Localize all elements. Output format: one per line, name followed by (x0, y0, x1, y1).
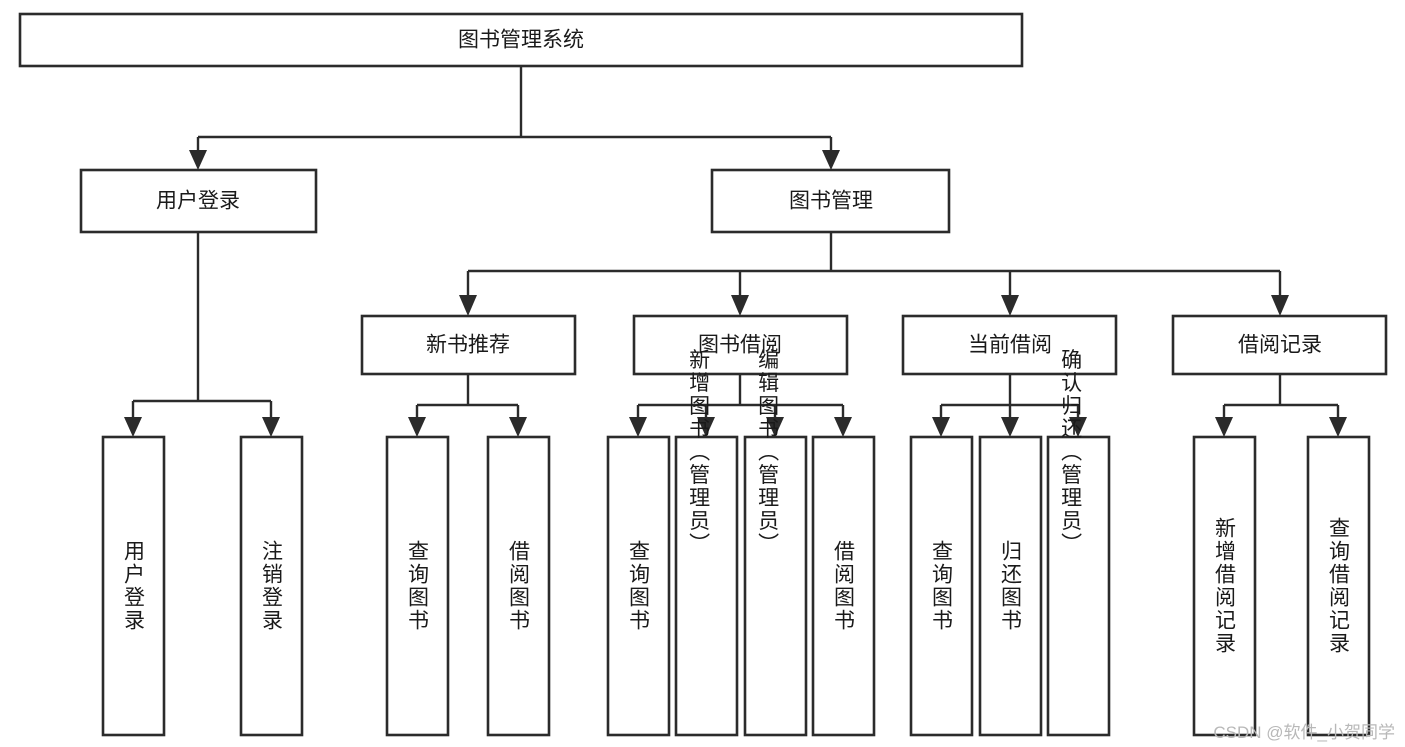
leaf-book-borrow-4[interactable]: 借阅图书 (811, 435, 876, 737)
csdn-watermark: CSDN @软件_小贺同学 (1213, 723, 1395, 742)
leaf-user-login-1-label: 用户登录 (122, 540, 146, 632)
node-book-borrow-label: 图书借阅 (698, 334, 782, 357)
leaf-current-borrow-2[interactable]: 归还图书 (978, 435, 1043, 737)
leaf-book-borrow-2[interactable]: 新增图书（管理员） (674, 349, 739, 737)
arrowhead-borrowrecord-leaf1 (1215, 417, 1233, 437)
arrowhead-currentborrow-leaf1 (932, 417, 950, 437)
node-new-book-recommend-label: 新书推荐 (426, 334, 510, 357)
arrowhead-newbook-leaf1 (408, 417, 426, 437)
leaf-current-borrow-1-label: 查询图书 (930, 540, 954, 632)
node-new-book-recommend[interactable]: 新书推荐 (360, 314, 577, 376)
leaf-user-login-1[interactable]: 用户登录 (101, 435, 166, 737)
node-user-login[interactable]: 用户登录 (79, 168, 318, 234)
leaf-book-borrow-4-rect[interactable] (811, 435, 876, 737)
node-book-management-label: 图书管理 (789, 190, 873, 213)
leaf-new-book-1[interactable]: 查询图书 (385, 435, 450, 737)
connector-group-borrowrecord (1215, 374, 1347, 437)
leaf-book-borrow-2-rect[interactable] (674, 435, 739, 737)
node-root-rect[interactable] (18, 12, 1024, 68)
node-book-borrow-rect[interactable] (632, 314, 849, 376)
leaf-current-borrow-1[interactable]: 查询图书 (909, 435, 974, 737)
arrowhead-userlogin-leaf1 (124, 417, 142, 437)
leaf-book-borrow-1-rect[interactable] (606, 435, 671, 737)
arrowhead-bookborrow-leaf3 (766, 417, 784, 437)
leaf-user-login-1-rect[interactable] (101, 435, 166, 737)
node-new-book-recommend-rect[interactable] (360, 314, 577, 376)
leaf-book-borrow-4-label: 借阅图书 (832, 540, 856, 632)
leaf-book-borrow-3[interactable]: 编辑图书（管理员） (743, 349, 808, 737)
arrowhead-bookborrow-leaf4 (834, 417, 852, 437)
leaf-user-login-2-rect[interactable] (239, 435, 304, 737)
leaf-current-borrow-2-label: 归还图书 (999, 540, 1023, 632)
node-root-label: 图书管理系统 (458, 29, 584, 52)
node-current-borrow-label: 当前借阅 (968, 334, 1052, 357)
arrowhead-bookborrow (731, 295, 749, 316)
connector-group-newbook (408, 374, 527, 437)
connector-group-currentborrow (932, 374, 1087, 437)
leaf-new-book-2[interactable]: 借阅图书 (486, 435, 551, 737)
leaf-borrow-record-2-rect[interactable] (1306, 435, 1371, 737)
leaf-current-borrow-3-rect[interactable] (1046, 435, 1111, 737)
leaf-borrow-record-1-rect[interactable] (1192, 435, 1257, 737)
arrowhead-borrowrecord (1271, 295, 1289, 316)
arrowhead-newbook-leaf2 (509, 417, 527, 437)
leaf-new-book-1-label: 查询图书 (406, 540, 430, 632)
connector-group-bookborrow (629, 374, 852, 437)
leaf-borrow-record-2-label: 查询借阅记录 (1327, 517, 1351, 655)
leaf-current-borrow-3-label: 确认归还（管理员） (1059, 349, 1083, 556)
leaf-borrow-record-1-label: 新增借阅记录 (1213, 517, 1237, 655)
node-book-borrow[interactable]: 图书借阅 (632, 314, 849, 376)
node-borrow-record[interactable]: 借阅记录 (1171, 314, 1388, 376)
leaf-new-book-1-rect[interactable] (385, 435, 450, 737)
leaf-book-borrow-2-label: 新增图书（管理员） (687, 349, 711, 556)
leaf-user-login-2-label: 注销登录 (260, 540, 284, 632)
leaf-user-login-2[interactable]: 注销登录 (239, 435, 304, 737)
node-borrow-record-rect[interactable] (1171, 314, 1388, 376)
arrowhead-currentborrow-leaf2 (1001, 417, 1019, 437)
arrowhead-borrowrecord-leaf2 (1329, 417, 1347, 437)
arrowhead-bookmgmt (822, 150, 840, 170)
arrowhead-userlogin (189, 150, 207, 170)
leaf-current-borrow-2-rect[interactable] (978, 435, 1043, 737)
leaf-current-borrow-3[interactable]: 确认归还（管理员） (1046, 349, 1111, 737)
arrowhead-currentborrow-leaf3 (1069, 417, 1087, 437)
node-book-management[interactable]: 图书管理 (710, 168, 951, 234)
node-root[interactable]: 图书管理系统 (18, 12, 1024, 68)
node-borrow-record-label: 借阅记录 (1238, 334, 1322, 357)
connector-group-bookmgmt (459, 232, 1289, 316)
node-current-borrow[interactable]: 当前借阅 (901, 314, 1118, 376)
arrowhead-currentborrow (1001, 295, 1019, 316)
node-user-login-rect[interactable] (79, 168, 318, 234)
leaf-book-borrow-1-label: 查询图书 (627, 540, 651, 632)
arrowhead-bookborrow-leaf2 (697, 417, 715, 437)
arrowhead-newbook (459, 295, 477, 316)
node-book-management-rect[interactable] (710, 168, 951, 234)
leaf-book-borrow-1[interactable]: 查询图书 (606, 435, 671, 737)
leaf-book-borrow-3-label: 编辑图书（管理员） (756, 349, 780, 556)
leaf-borrow-record-2[interactable]: 查询借阅记录 (1306, 435, 1371, 737)
node-current-borrow-rect[interactable] (901, 314, 1118, 376)
leaf-borrow-record-1[interactable]: 新增借阅记录 (1192, 435, 1257, 737)
arrowhead-userlogin-leaf2 (262, 417, 280, 437)
leaf-current-borrow-1-rect[interactable] (909, 435, 974, 737)
leaf-new-book-2-label: 借阅图书 (507, 540, 531, 632)
connector-group-userlogin (124, 232, 280, 437)
leaf-book-borrow-3-rect[interactable] (743, 435, 808, 737)
arrowhead-bookborrow-leaf1 (629, 417, 647, 437)
node-user-login-label: 用户登录 (156, 190, 240, 213)
connector-group-root (189, 66, 840, 170)
leaf-new-book-2-rect[interactable] (486, 435, 551, 737)
